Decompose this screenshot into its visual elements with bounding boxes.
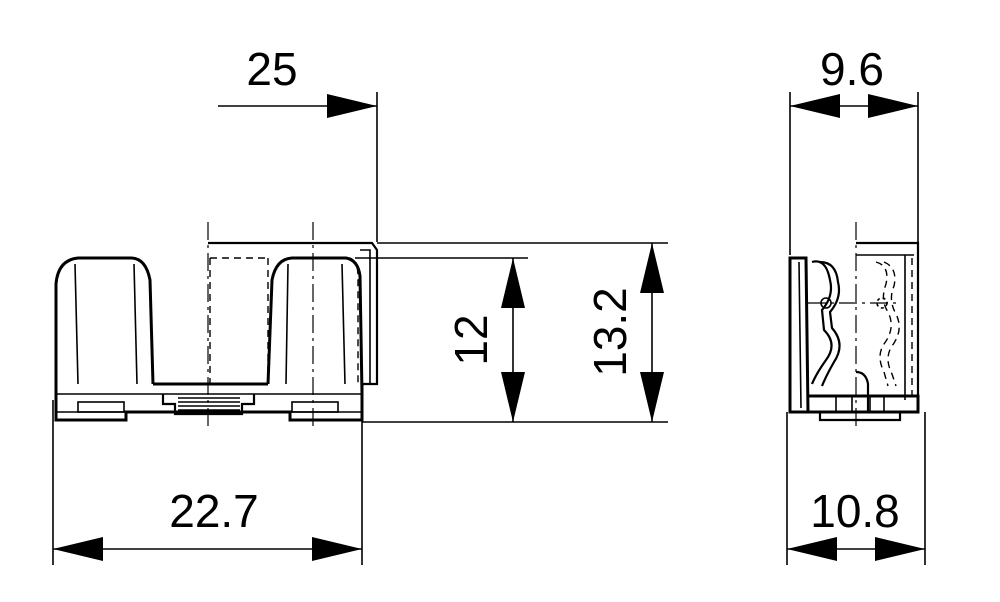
dim-25-label: 25	[246, 43, 297, 95]
dim-10-8: 10.8	[787, 485, 925, 561]
dim-9-6-arrow-left	[790, 94, 840, 118]
dim-25: 25	[218, 43, 377, 118]
dim-9-6-label: 9.6	[820, 43, 884, 95]
dim-22-7-arrow-left	[53, 537, 103, 561]
side-center-lines	[808, 222, 900, 428]
dim-12-label: 12	[445, 314, 497, 365]
dim-12: 12	[445, 258, 525, 422]
dim-13-2: 13.2	[584, 243, 664, 422]
dim-13-2-label: 13.2	[584, 287, 636, 377]
side-view: 9.6 10.8	[786, 43, 926, 565]
side-extension-lines	[786, 92, 926, 565]
front-view: 25 22.7 12 13.2	[52, 43, 668, 565]
dim-12-arrow-bottom	[501, 372, 525, 422]
dim-9-6-arrow-right	[868, 94, 918, 118]
dim-9-6: 9.6	[790, 43, 918, 118]
side-hidden-lines	[875, 258, 913, 396]
front-extension-lines	[52, 92, 668, 565]
side-body-outline	[788, 241, 920, 422]
dim-10-8-label: 10.8	[810, 485, 900, 537]
front-center-lines	[207, 222, 314, 428]
dim-12-arrow-top	[501, 258, 525, 308]
dim-22-7-label: 22.7	[169, 485, 259, 537]
dim-22-7: 22.7	[53, 485, 362, 561]
front-hidden-lines	[209, 257, 359, 384]
front-body-outline	[54, 241, 379, 422]
dim-25-arrow	[327, 94, 377, 118]
dim-22-7-arrow-right	[312, 537, 362, 561]
dim-10-8-arrow-right	[875, 537, 925, 561]
dim-10-8-arrow-left	[787, 537, 837, 561]
dim-13-2-arrow-top	[640, 243, 664, 293]
dim-13-2-arrow-bottom	[640, 372, 664, 422]
